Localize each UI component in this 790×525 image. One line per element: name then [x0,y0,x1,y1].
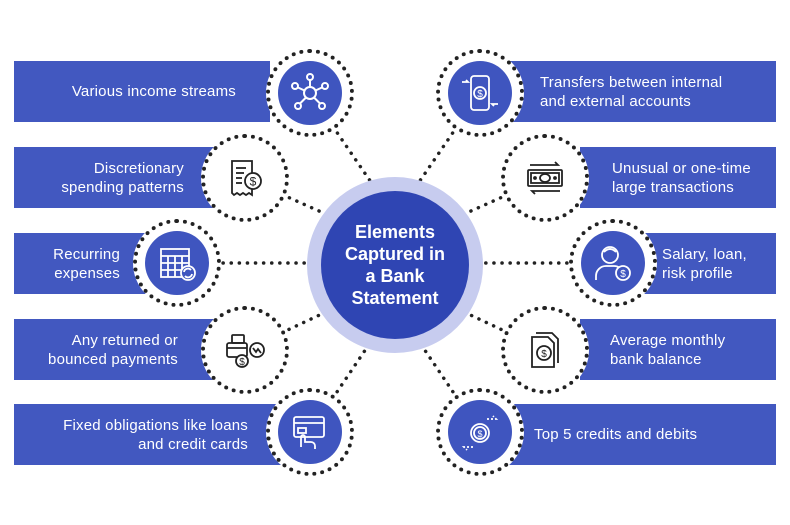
right-item-3-node: $ [569,219,657,307]
left-item-4-bar: Any returned or bounced payments [14,319,214,380]
left-item-1-label: Various income streams [71,83,236,100]
svg-text:$: $ [620,269,626,280]
left-item-2-node: $ [201,134,289,222]
left-item-4-label: Any returned or bounced payments [48,331,178,368]
svg-text:$: $ [250,175,257,189]
right-item-3-label: Salary, loan, risk profile [662,245,747,282]
right-item-2-node [501,134,589,222]
phone-transfer-icon: $ [462,75,498,111]
right-item-1-node: $ [436,49,524,137]
right-item-1-bar: Transfers between internal and external … [510,61,776,122]
card-return-icon: $ [226,334,265,368]
cash-transfer-icon [527,161,563,195]
hub-title: Elements Captured in a Bank Statement [344,222,445,308]
right-item-4-label: Average monthly bank balance [610,331,726,368]
left-item-3-label: Recurring expenses [53,245,120,282]
right-item-5-node: $ [436,388,524,476]
left-item-5-label: Fixed obligations like loans and credit … [63,416,248,453]
right-item-4-node: $ [501,306,589,394]
card-hand-icon [293,416,325,449]
left-item-2-label: Discretionary spending patterns [61,159,184,196]
user-dollar-icon: $ [595,246,631,281]
svg-text:$: $ [477,429,482,439]
left-item-1-bar: Various income streams [14,61,270,122]
network-icon [291,73,329,110]
left-item-3-node [133,219,221,307]
calendar-refresh-icon [160,248,196,281]
right-item-1-label: Transfers between internal and external … [540,73,723,110]
right-item-5-label: Top 5 credits and debits [534,426,698,443]
hub-circle: Elements Captured in a Bank Statement [321,191,469,339]
svg-text:$: $ [477,89,483,100]
coin-arrows-icon: $ [461,415,499,451]
left-item-2-bar: Discretionary spending patterns [14,147,214,208]
svg-text:$: $ [541,349,547,360]
left-item-3-bar: Recurring expenses [14,233,154,294]
svg-text:$: $ [239,357,245,368]
right-item-5-bar: Top 5 credits and debits [508,404,776,465]
left-item-4-node: $ [201,306,289,394]
left-item-5-bar: Fixed obligations like loans and credit … [14,404,284,465]
right-item-2-bar: Unusual or one-time large transactions [580,147,776,208]
right-item-2-label: Unusual or one-time large transactions [612,159,751,196]
left-item-5-node [266,388,354,476]
receipt-dollar-icon: $ [231,160,262,197]
right-item-4-bar: Average monthly bank balance [580,319,776,380]
left-item-1-node [266,49,354,137]
document-dollar-icon: $ [531,332,559,368]
